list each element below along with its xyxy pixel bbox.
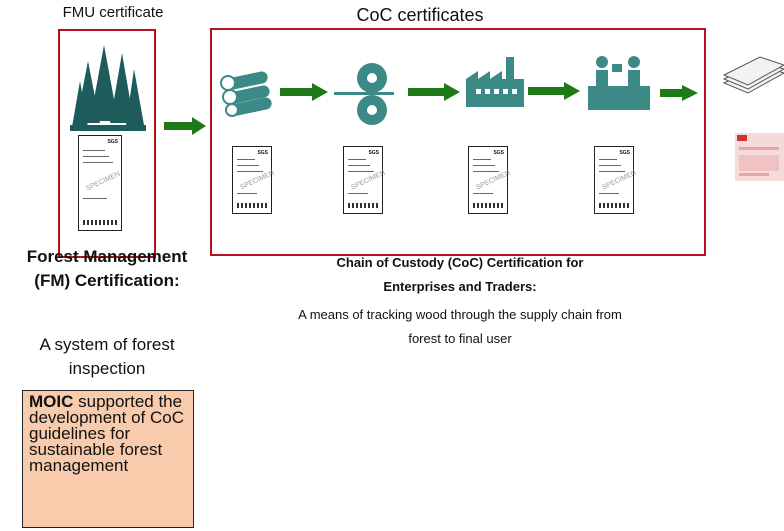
factory-icon [466,57,524,107]
paper-products-icon [722,56,784,94]
coc-certificate-document: SGS SPECIMEN [594,146,638,214]
moic-text: supported the development of CoC guideli… [29,392,184,475]
fm-title: Forest Management (FM) Certification: [26,247,188,290]
retailer-icon [588,56,650,110]
certificate-logo: SGS [107,139,118,145]
fmu-certificate-label: FMU certificate [62,4,164,21]
coc-description: A means of tracking wood through the sup… [298,307,622,346]
certificate-logo: SGS [257,150,268,156]
moic-label: MOIC [29,392,74,411]
arrow-icon [660,85,698,101]
forest-icon [70,45,146,131]
certificate-stamp: SPECIMEN [239,169,276,192]
certificate-stamp: SPECIMEN [85,170,122,193]
certificate-logo: SGS [619,150,630,156]
arrow-icon [164,117,206,135]
coc-certificate-document: SGS SPECIMEN [232,146,276,214]
fm-description: A system of forest inspection [39,335,175,378]
coc-certificate-document: SGS SPECIMEN [468,146,512,214]
coc-certificate-document: SGS SPECIMEN [343,146,387,214]
moic-note: MOIC supported the development of CoC gu… [22,390,194,528]
logs-icon [220,71,272,117]
coc-title: Chain of Custody (CoC) Certification for… [336,255,584,294]
arrow-icon [280,83,328,101]
certificate-logo: SGS [493,150,504,156]
package-icon [735,133,784,181]
sawmill-icon [334,63,394,125]
certificate-stamp: SPECIMEN [475,169,512,192]
certificate-stamp: SPECIMEN [601,169,638,192]
fmu-frame: SGS SPECIMEN [58,29,156,258]
certificate-logo: SGS [368,150,379,156]
arrow-icon [528,82,580,100]
fm-certificate-document: SGS SPECIMEN [78,135,122,231]
certificate-stamp: SPECIMEN [350,169,387,192]
coc-frame [210,28,706,256]
arrow-icon [408,83,460,101]
coc-certificates-label: CoC certificates [356,5,484,25]
